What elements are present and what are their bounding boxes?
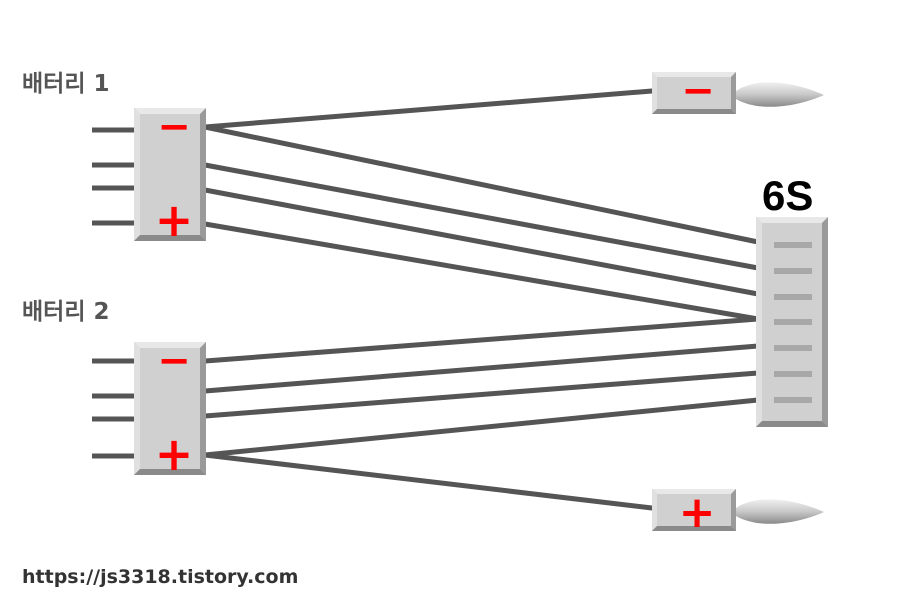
wire-battery2-pin2-to-6s bbox=[202, 343, 761, 394]
balance-connector-slots bbox=[774, 242, 812, 403]
balance-slot bbox=[774, 242, 812, 248]
positive-bullet-plug bbox=[736, 499, 824, 524]
wire-battery1-positive-to-6s bbox=[202, 221, 761, 322]
wire-battery1-pin1-to-6s bbox=[202, 124, 761, 245]
battery1-label: 배터리 1 bbox=[22, 71, 110, 97]
balance-slot bbox=[774, 319, 812, 325]
wire-battery2-positive-to-main-positive bbox=[202, 452, 655, 511]
wire-battery2-positive-to-6s bbox=[202, 397, 761, 458]
wire-battery1-negative-to-main-negative bbox=[202, 88, 655, 130]
source-url: https://js3318.tistory.com bbox=[22, 566, 298, 588]
battery2-label: 배터리 2 bbox=[22, 299, 110, 325]
main-minus-sign: − bbox=[681, 68, 715, 114]
battery2-connector-body bbox=[134, 342, 206, 475]
battery1-connector: − + bbox=[92, 104, 206, 247]
balance-connector-6s bbox=[756, 217, 828, 427]
battery1-minus-sign: − bbox=[157, 104, 191, 150]
balance-slot bbox=[774, 397, 812, 403]
balance-slot bbox=[774, 371, 812, 377]
wires bbox=[202, 88, 761, 511]
negative-connector-body bbox=[652, 72, 736, 114]
main-plus-sign: + bbox=[679, 487, 716, 538]
battery1-plus-sign: + bbox=[155, 193, 194, 247]
battery2-connector: − + bbox=[92, 338, 206, 481]
negative-bullet-plug bbox=[736, 82, 824, 107]
main-negative-connector: − bbox=[652, 68, 824, 114]
battery2-minus-sign: − bbox=[157, 338, 191, 384]
battery2-pins bbox=[92, 358, 134, 459]
balance-slot bbox=[774, 294, 812, 300]
balance-slot bbox=[774, 268, 812, 274]
battery1-connector-body bbox=[134, 108, 206, 241]
wire-battery1-pin2-to-6s bbox=[202, 162, 761, 271]
wire-battery2-negative-to-6s bbox=[202, 316, 761, 364]
battery2-plus-sign: + bbox=[155, 427, 194, 481]
battery1-pins bbox=[92, 127, 134, 226]
wire-battery2-pin3-to-6s bbox=[202, 370, 761, 419]
balance-slot bbox=[774, 345, 812, 351]
main-positive-connector: + bbox=[652, 487, 824, 538]
wire-battery1-pin3-to-6s bbox=[202, 187, 761, 297]
positive-connector-body bbox=[652, 489, 736, 531]
balance-connector-label: 6S bbox=[762, 172, 813, 219]
